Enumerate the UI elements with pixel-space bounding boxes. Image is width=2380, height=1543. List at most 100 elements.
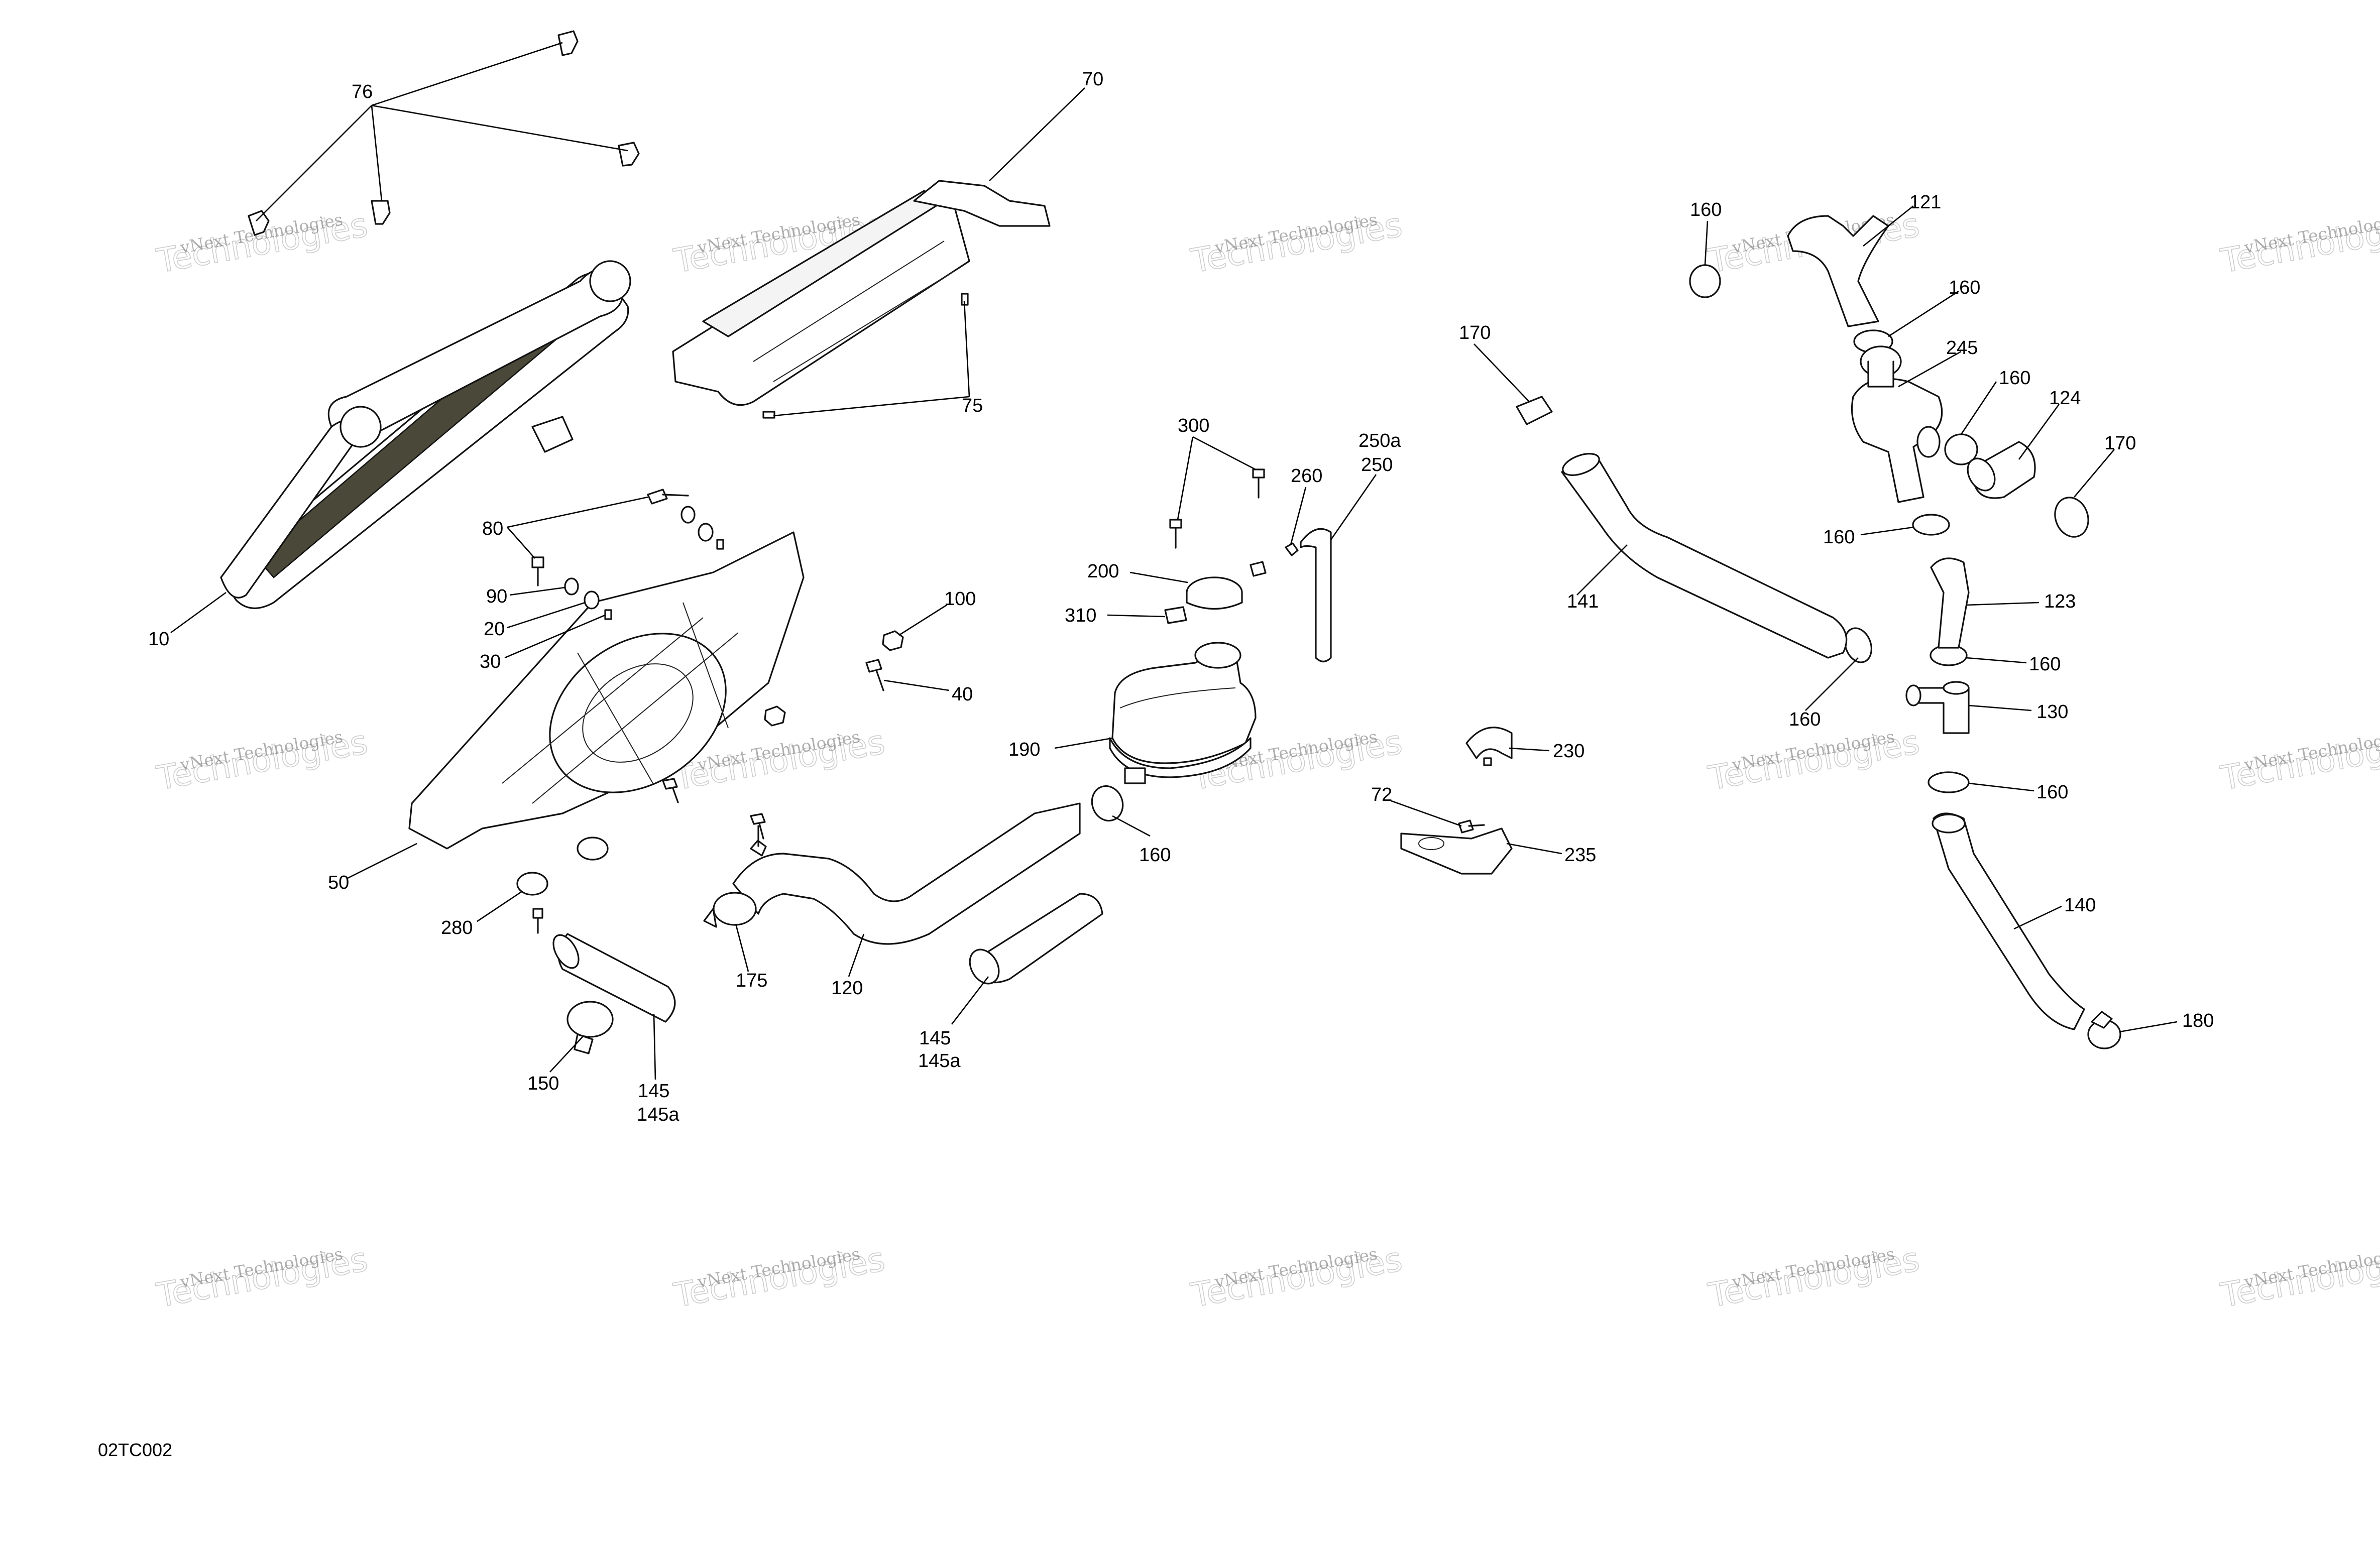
callout-260: 260 bbox=[1291, 465, 1322, 487]
leader-line bbox=[1968, 782, 2034, 792]
part-120-hose bbox=[732, 802, 1081, 945]
bolt-shape bbox=[865, 659, 884, 691]
callout-150: 150 bbox=[527, 1073, 559, 1094]
grommet-shape bbox=[584, 590, 600, 610]
part-76-rivets bbox=[248, 30, 640, 236]
bracket-plate bbox=[1400, 827, 1513, 875]
part-123-hose bbox=[1930, 557, 1970, 649]
callout-160: 160 bbox=[1823, 527, 1855, 548]
leader-line bbox=[989, 87, 1085, 181]
part-10-radiator bbox=[220, 260, 631, 609]
leader-line bbox=[2013, 905, 2062, 930]
part-141-hose bbox=[1561, 453, 1848, 659]
leader-line bbox=[507, 527, 535, 559]
clip-shape bbox=[762, 411, 775, 419]
callout-160: 160 bbox=[1949, 277, 1980, 298]
callout-140: 140 bbox=[2064, 895, 2096, 916]
leader-line bbox=[346, 843, 417, 880]
washer-shape bbox=[681, 506, 696, 524]
hose-end bbox=[1967, 457, 1996, 492]
part-260-fitting bbox=[1250, 542, 1299, 577]
bolt-shape bbox=[647, 489, 689, 505]
leader-line bbox=[2119, 1021, 2178, 1033]
leader-line bbox=[371, 104, 628, 152]
callout-160: 160 bbox=[2036, 782, 2068, 803]
part-90-washers bbox=[564, 506, 696, 596]
part-145-hose-middle bbox=[969, 893, 1103, 985]
leader-line bbox=[1129, 571, 1188, 583]
nut-shape bbox=[882, 630, 904, 651]
clamp-ring bbox=[1091, 785, 1124, 822]
callout-160: 160 bbox=[2029, 654, 2061, 675]
part-20-grommets bbox=[584, 523, 714, 610]
part-100-nut bbox=[764, 630, 904, 727]
shroud-bracket bbox=[913, 180, 1051, 227]
callout-170: 170 bbox=[2104, 433, 2136, 454]
leader-line bbox=[507, 496, 648, 528]
callout-145a-left: 145a bbox=[637, 1104, 679, 1125]
grommet-shape bbox=[698, 523, 714, 542]
shroud-ribs bbox=[753, 241, 955, 382]
callout-130: 130 bbox=[2036, 701, 2068, 723]
rivet-shape bbox=[618, 142, 640, 167]
leader-line bbox=[477, 890, 523, 922]
part-310-clip bbox=[1164, 606, 1187, 624]
leader-line bbox=[1960, 381, 1997, 435]
clip-shape bbox=[1164, 606, 1187, 624]
leader-line bbox=[1863, 205, 1914, 247]
hose-shape bbox=[732, 802, 1081, 945]
thermostat-neck bbox=[1867, 361, 1894, 388]
washer-shape bbox=[564, 577, 579, 596]
bolt-shape bbox=[532, 908, 543, 934]
part-40-bolt bbox=[662, 659, 884, 840]
leader-line bbox=[1966, 602, 2039, 606]
hose-shape bbox=[1561, 456, 1848, 659]
leader-line bbox=[963, 301, 970, 397]
leader-line bbox=[509, 586, 565, 596]
leader-line bbox=[549, 1036, 583, 1073]
hose-end bbox=[1562, 453, 1600, 476]
callout-250: 250 bbox=[1361, 454, 1393, 476]
part-180-clamp bbox=[2087, 1011, 2121, 1049]
shroud-body bbox=[672, 200, 970, 406]
clamp-ring bbox=[1689, 264, 1721, 298]
leader-line bbox=[371, 42, 563, 106]
mount-shape bbox=[577, 837, 609, 861]
part-250-overflow-hose bbox=[1300, 528, 1332, 663]
callout-170: 170 bbox=[1459, 322, 1491, 343]
callout-40: 40 bbox=[952, 684, 973, 705]
leader-line bbox=[2074, 449, 2115, 498]
part-72-bolt bbox=[1458, 819, 1485, 834]
callout-76: 76 bbox=[352, 81, 373, 102]
clamp-shape bbox=[2054, 497, 2089, 538]
clamp-ring bbox=[1844, 627, 1872, 663]
fan-shroud-ribs bbox=[502, 602, 739, 804]
mount-shape bbox=[516, 872, 548, 896]
cap-side bbox=[1186, 591, 1243, 610]
leader-line bbox=[898, 604, 947, 636]
leader-line bbox=[1805, 657, 1859, 711]
callout-230: 230 bbox=[1553, 741, 1584, 762]
leader-line bbox=[1506, 843, 1562, 855]
callout-labels: 76 70 75 10 80 90 20 30 100 40 50 280 15… bbox=[148, 69, 2214, 1125]
clamp-tab bbox=[703, 908, 717, 928]
rivet-shape bbox=[248, 210, 270, 236]
callout-245: 245 bbox=[1946, 337, 1978, 359]
radiator-outlet bbox=[339, 406, 382, 448]
hose-shape bbox=[1787, 215, 1889, 327]
clamp-ring bbox=[1928, 771, 1970, 793]
callout-160: 160 bbox=[1999, 368, 2030, 389]
callout-10: 10 bbox=[148, 629, 169, 650]
callout-250a: 250a bbox=[1358, 430, 1401, 451]
bolt-shape bbox=[531, 556, 544, 586]
part-150-clamp bbox=[566, 1001, 614, 1054]
part-175-clamp bbox=[703, 892, 757, 928]
bracket-bolt bbox=[1483, 757, 1492, 766]
callout-80: 80 bbox=[482, 518, 503, 539]
part-230-bracket bbox=[1465, 727, 1513, 766]
part-245-thermostat bbox=[1851, 345, 1943, 503]
callout-280: 280 bbox=[441, 917, 473, 938]
fitting-shape bbox=[1250, 561, 1267, 577]
drawing-code: 02TC002 bbox=[98, 1440, 172, 1460]
leader-line bbox=[1177, 436, 1194, 520]
